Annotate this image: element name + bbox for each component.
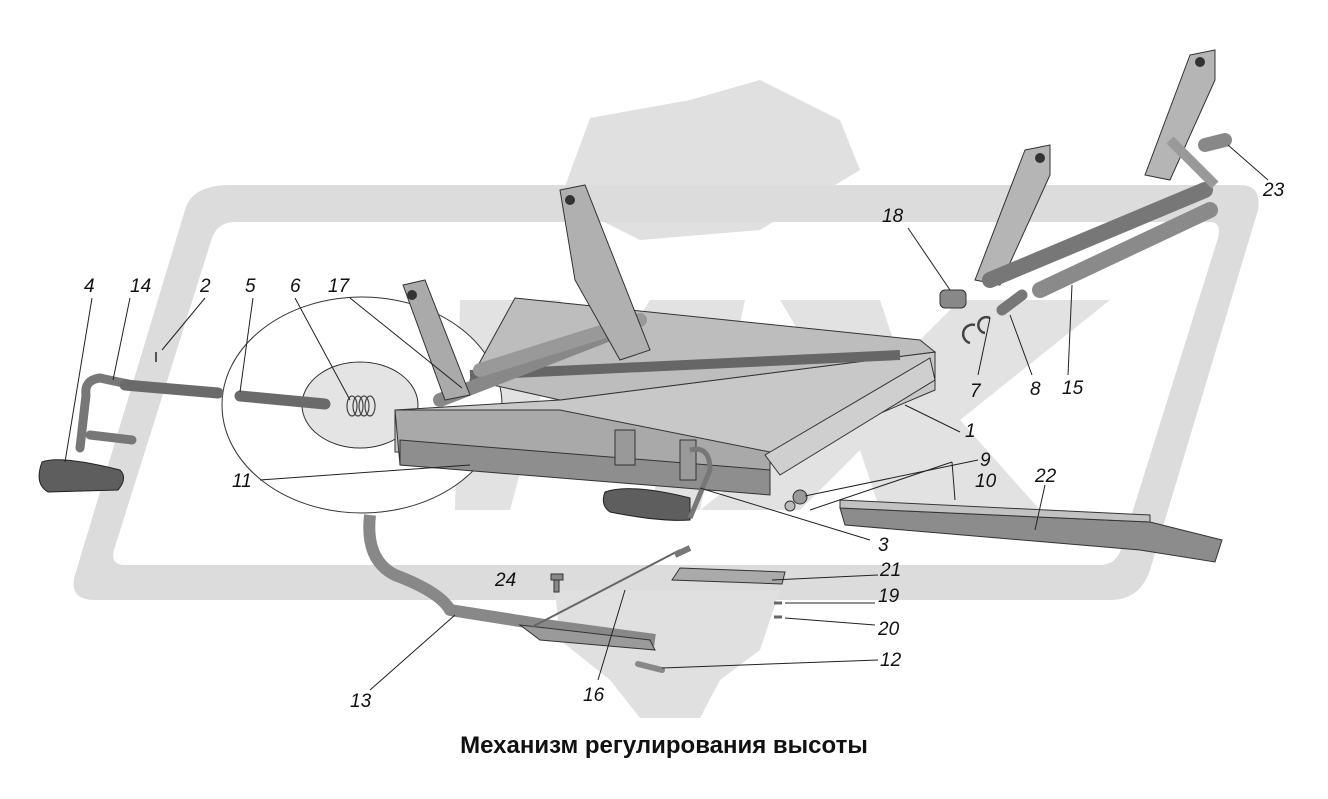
leader-lines [64,144,1269,691]
callout-6: 6 [290,276,301,297]
part-bent-rod [75,373,147,453]
callout-8: 8 [1030,379,1041,400]
part-pin-8 [996,289,1028,316]
part-nut [784,500,796,512]
part-lever-plate [518,624,656,651]
part-handle-grip [38,459,124,493]
part-bracket-21 [671,567,786,585]
part-bent-rod-end [85,430,137,445]
callout-7: 7 [970,381,982,402]
part-axle-shaft-right [234,390,331,410]
callout-4: 4 [84,276,95,297]
callout-9: 9 [980,450,991,471]
part-seat-frame [394,184,937,496]
callout-2: 2 [199,276,211,297]
callout-22: 22 [1034,466,1057,487]
part-spring-21 [673,545,692,558]
callout-13: 13 [350,691,372,712]
callout-21: 21 [879,560,901,581]
callout-19: 19 [878,586,900,607]
part-release-handle [602,488,691,521]
callout-17: 17 [328,276,351,297]
part-retaining-ring [961,315,991,345]
callout-23: 23 [1262,180,1285,201]
part-swing-arm-assembly [974,49,1232,298]
diagram-caption: Механизм регулирования высоты [460,732,868,759]
callout-16: 16 [583,685,605,706]
callout-14: 14 [130,276,151,297]
callout-5: 5 [245,276,256,297]
callout-20: 20 [877,619,900,640]
part-release-lever [687,446,713,519]
callout-10: 10 [975,471,997,492]
part-guide-rail-top [839,499,1151,523]
watermark-frame [73,185,1259,600]
callout-11: 11 [232,471,252,492]
part-axle-shaft-left [119,379,224,399]
part-bushing [939,289,967,309]
part-bolt-24 [550,573,564,593]
watermark-gear-lower [555,590,780,718]
part-washer [792,489,808,505]
callout-3: 3 [878,535,889,556]
callout-12: 12 [880,650,902,671]
part-spring-rod-16 [531,549,681,628]
part-adjust-lever [363,514,656,646]
callout-labels: 4 14 2 5 6 17 18 23 7 8 15 1 9 10 22 11 … [84,180,1285,712]
detail-disc [221,296,503,514]
callout-1: 1 [965,421,976,442]
callout-24: 24 [494,570,516,591]
spring-coil-detail [346,395,376,417]
part-spring-12 [635,661,665,673]
callout-15: 15 [1062,378,1084,399]
callout-18: 18 [882,206,904,227]
